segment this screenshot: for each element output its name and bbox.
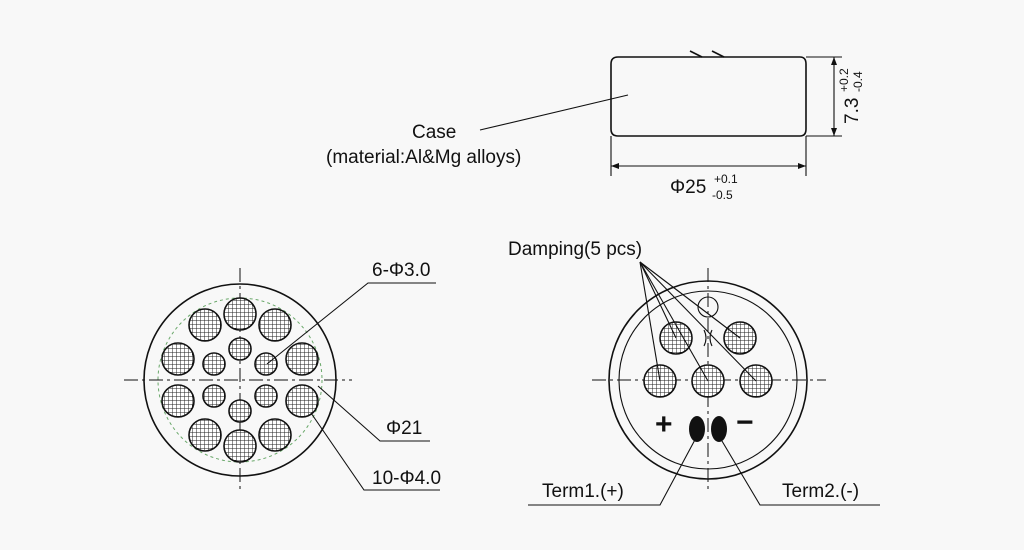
small-hole xyxy=(202,384,226,408)
large-holes-label: 10-Φ4.0 xyxy=(372,468,441,489)
minus-symbol: − xyxy=(736,406,754,439)
term1-label: Term1.(+) xyxy=(542,481,624,502)
diameter-main-label: Φ25 xyxy=(670,177,706,198)
large-hole xyxy=(188,308,222,342)
small-holes-label: 6-Φ3.0 xyxy=(372,260,430,281)
diameter-tol-upper: +0.1 xyxy=(714,172,738,186)
height-main-label: 7.3 xyxy=(842,98,863,124)
case-label: Case xyxy=(412,122,456,143)
dia-arrow-right xyxy=(798,163,806,169)
small-hole xyxy=(228,337,252,361)
small-hole xyxy=(254,384,278,408)
diameter-tol-lower: -0.5 xyxy=(712,188,733,202)
height-tol-upper: +0.2 xyxy=(837,68,851,92)
small-hole xyxy=(202,352,226,376)
small-hole xyxy=(228,399,252,423)
term2-label: Term2.(-) xyxy=(782,481,859,502)
large-hole xyxy=(258,308,292,342)
terminal-plus-pad xyxy=(689,416,705,442)
height-arrow-bottom xyxy=(831,128,837,136)
side-view: 7.3 +0.2 -0.4 Φ25 +0.1 -0.5 Case (materi… xyxy=(326,50,865,202)
large-hole xyxy=(258,418,292,452)
large-holes-leader xyxy=(310,412,440,491)
front-outer-circle xyxy=(143,283,337,477)
lead-right xyxy=(711,50,725,58)
back-view: Damping(5 pcs) + − Term1.(+) Term2.(-) xyxy=(508,239,880,506)
large-hole xyxy=(223,297,257,331)
inner-diameter-leader xyxy=(317,385,430,442)
plus-symbol: + xyxy=(655,408,673,441)
lead-left xyxy=(689,50,703,58)
case-leader xyxy=(479,94,629,131)
damping-leader xyxy=(639,261,661,382)
vent-circle xyxy=(697,296,719,318)
front-view: 6-Φ3.0 Φ21 10-Φ4.0 xyxy=(124,260,441,492)
small-hole xyxy=(254,352,278,376)
inner-diameter-label: Φ21 xyxy=(386,418,422,439)
large-hole xyxy=(161,342,195,376)
damping-label: Damping(5 pcs) xyxy=(508,239,642,260)
vent-slot xyxy=(703,329,713,347)
term2-leader xyxy=(718,435,880,506)
damping-leader xyxy=(639,261,709,382)
term1-leader xyxy=(528,435,698,506)
small-holes-leader xyxy=(266,282,436,365)
large-hole xyxy=(223,429,257,463)
terminal-minus-pad xyxy=(711,416,727,442)
material-label: (material:Al&Mg alloys) xyxy=(326,147,521,168)
damping-leader xyxy=(639,261,677,339)
back-inner-circle xyxy=(618,290,798,470)
case-body xyxy=(610,56,807,137)
dia-arrow-left xyxy=(611,163,619,169)
height-arrow-top xyxy=(831,57,837,65)
back-outer-circle xyxy=(608,280,808,480)
large-hole xyxy=(161,384,195,418)
damping-leader xyxy=(639,261,757,382)
large-hole xyxy=(285,384,319,418)
large-hole xyxy=(285,342,319,376)
large-hole xyxy=(188,418,222,452)
damping-leader xyxy=(639,261,741,339)
height-tol-lower: -0.4 xyxy=(851,71,865,92)
